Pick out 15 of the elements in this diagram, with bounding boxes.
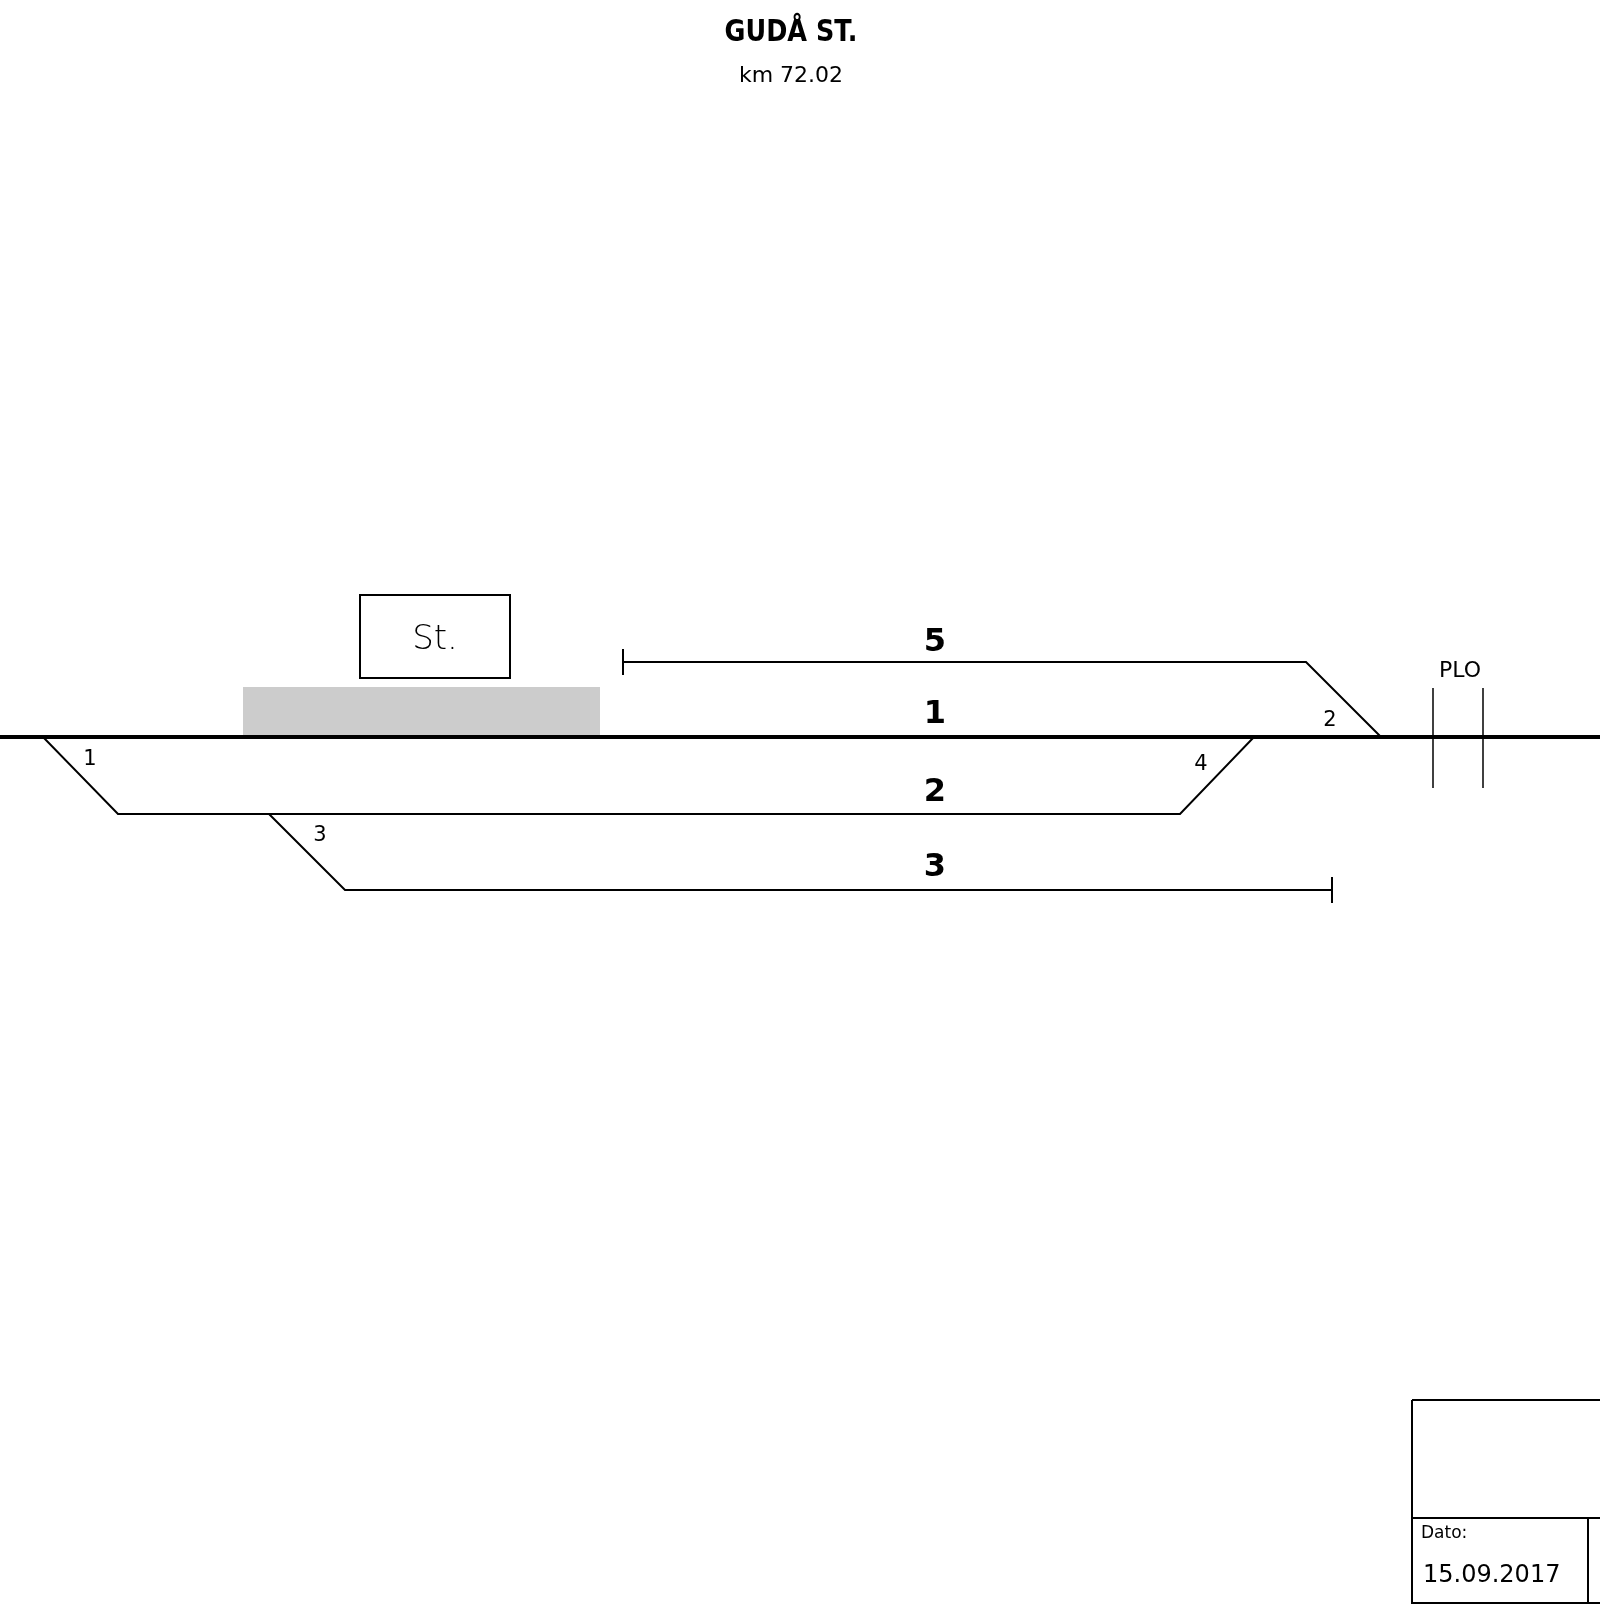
switch-number: 2: [1323, 708, 1337, 730]
field-label: Dato:: [1421, 1523, 1468, 1541]
node-label: St.: [412, 616, 458, 657]
track-number: 3: [923, 849, 947, 881]
station-building: [359, 594, 511, 679]
switch-number: 4: [1194, 752, 1208, 774]
switch-number: 1: [83, 747, 97, 769]
date-value: 15.09.2017: [1423, 1562, 1561, 1586]
track-number: 2: [923, 774, 947, 806]
subtitle: km 72.02: [738, 64, 844, 86]
track-number: 5: [923, 624, 947, 656]
marker-label: PLO: [1438, 659, 1482, 681]
switch-number: 3: [313, 823, 327, 845]
platform: [243, 687, 600, 735]
track-number: 1: [923, 696, 947, 728]
